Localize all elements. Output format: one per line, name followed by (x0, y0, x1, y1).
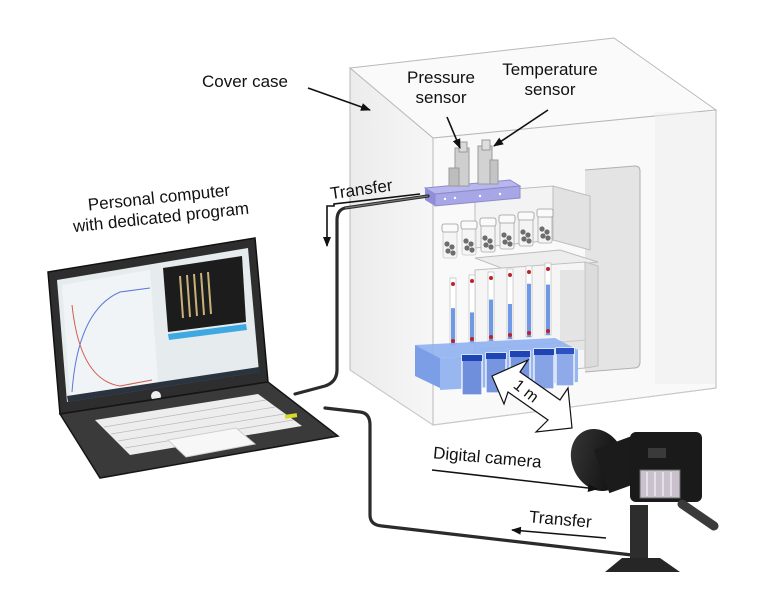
tube (449, 277, 457, 346)
marker-bottom (527, 331, 531, 335)
cover-case-arrow (307, 87, 371, 111)
bead (520, 229, 526, 235)
bead (450, 250, 456, 256)
temperature-sensor-label-line2: sensor (524, 80, 576, 99)
touchpad (166, 427, 257, 458)
marker-top (546, 267, 550, 271)
pressure-sensor (448, 141, 470, 187)
bead (468, 241, 474, 247)
bead (521, 236, 527, 242)
vial (441, 223, 459, 259)
marker-top (451, 282, 455, 286)
temperature-sensor-label: Temperature sensor (490, 60, 610, 100)
tube (468, 274, 476, 344)
liquid-column (527, 283, 531, 337)
bead (487, 238, 493, 244)
bead (507, 241, 513, 247)
liquid-column (470, 312, 474, 343)
bead (526, 238, 532, 244)
pressure-sensor-label: Pressure sensor (403, 68, 479, 108)
bead (469, 247, 475, 253)
marker-top (489, 276, 493, 280)
pressure-sensor-label-line1: Pressure (406, 68, 476, 87)
liquid-column (489, 299, 493, 341)
marker-top (527, 270, 531, 274)
laptop (47, 237, 340, 479)
digital-camera (570, 428, 719, 572)
tube (544, 262, 552, 336)
camera-arrow (431, 469, 598, 492)
keyboard (95, 394, 302, 455)
marker-bottom (451, 339, 455, 343)
bead (544, 229, 550, 235)
temperature-sensor-arrow (493, 109, 549, 147)
marker-bottom (470, 337, 474, 341)
bead (545, 235, 551, 241)
bead (444, 241, 450, 247)
vial-row (441, 208, 554, 259)
bead (449, 244, 455, 250)
vial (460, 220, 478, 256)
liquid-column (546, 284, 550, 335)
vial (536, 208, 554, 244)
water-tray (415, 338, 578, 396)
bead (540, 233, 546, 239)
marker-top (470, 279, 474, 283)
sensor-cable (293, 194, 430, 396)
bead (482, 235, 488, 241)
camera-cable (323, 406, 634, 557)
liquid-column (451, 308, 455, 345)
cables (293, 194, 634, 557)
camera-display (639, 469, 681, 499)
marker-top (508, 273, 512, 277)
tube (525, 265, 533, 338)
tube (487, 271, 495, 342)
temperature-sensor-label-line1: Temperature (502, 60, 598, 79)
temperature-sensor (477, 139, 499, 185)
cover-case-label: Cover case (202, 72, 288, 91)
bead (445, 248, 451, 254)
annotation-arrows (307, 87, 607, 539)
vial (498, 214, 516, 250)
bead (525, 232, 531, 238)
bead (483, 242, 489, 248)
tube-row (449, 262, 552, 346)
bead (506, 235, 512, 241)
marker-bottom (508, 333, 512, 337)
tube (506, 268, 514, 340)
pressure-sensor-label-line2: sensor (415, 88, 467, 107)
transfer-bottom-arrow (511, 526, 607, 539)
pressure-sensor-arrow (446, 116, 461, 149)
marker-bottom (546, 329, 550, 333)
bead (463, 238, 469, 244)
liquid-column (508, 304, 512, 339)
vial (517, 211, 535, 247)
marker-bottom (489, 335, 493, 339)
bead (501, 232, 507, 238)
distance-arrow (491, 358, 573, 433)
bead (539, 226, 545, 232)
vial (479, 217, 497, 253)
bead (464, 245, 470, 251)
bead (502, 239, 508, 245)
bead (488, 244, 494, 250)
transfer-top-arrow (323, 193, 421, 247)
tripod-handle (677, 499, 719, 531)
